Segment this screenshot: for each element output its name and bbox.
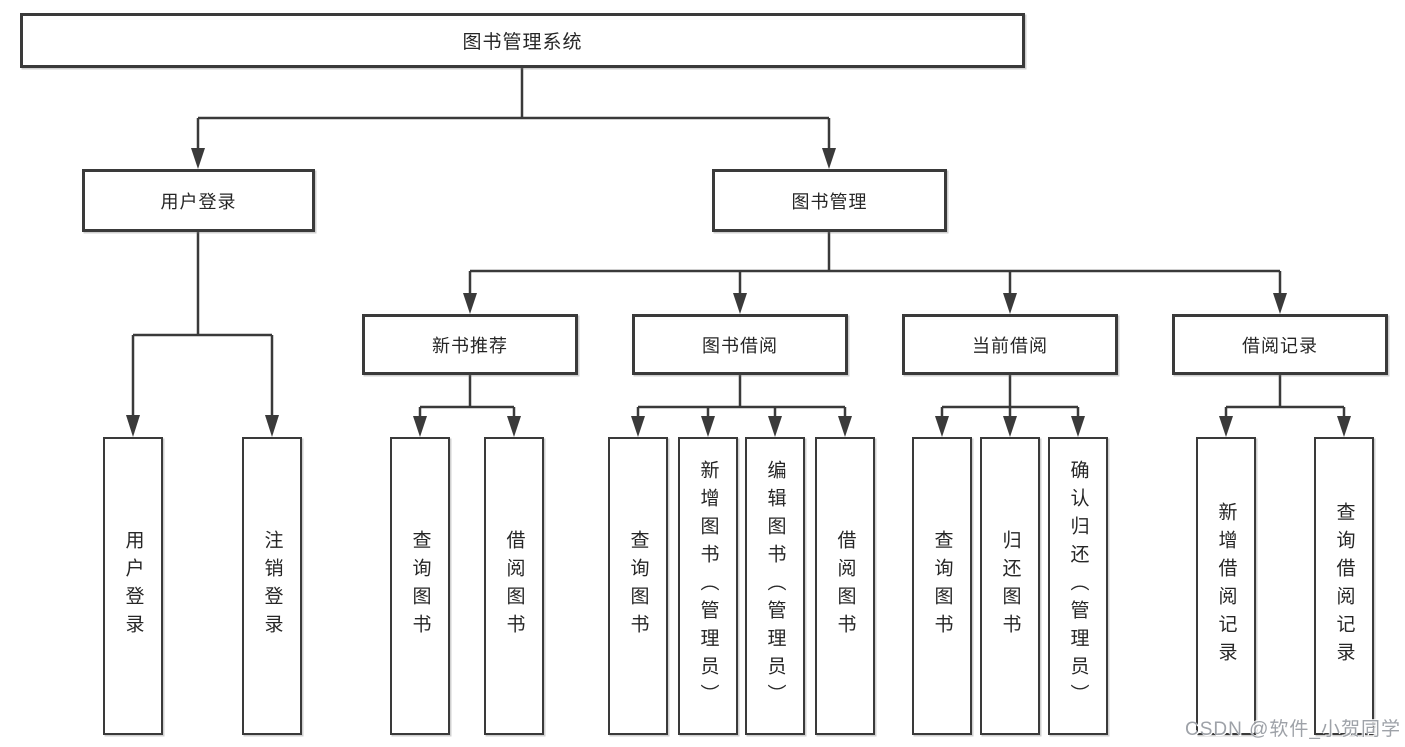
connector-root-to-level2 [196,68,831,150]
leaf-current-confirm-return-admin-label: 确认归还（管理员） [1067,460,1089,712]
leaf-recommend-query-book: 查询图书 [390,437,450,735]
leaf-borrow-borrow-book: 借阅图书 [815,437,875,735]
connector-current-borrow-children [940,375,1080,419]
node-current-borrow: 当前借阅 [902,314,1118,375]
leaf-borrow-edit-book-admin: 编辑图书（管理员） [745,437,805,735]
leaf-borrow-borrow-book-label: 借阅图书 [834,530,856,642]
connector-new-book-children [418,375,516,419]
node-borrow-records: 借阅记录 [1172,314,1388,375]
leaf-current-confirm-return-admin: 确认归还（管理员） [1048,437,1108,735]
node-book-management-label: 图书管理 [791,191,868,212]
connector-user-login-children [131,232,274,418]
leaf-current-return-book: 归还图书 [980,437,1040,735]
connector-borrow-records-children [1224,375,1346,419]
node-system-root-label: 图书管理系统 [462,32,583,53]
node-new-book-recommend-label: 新书推荐 [432,335,508,356]
leaf-recommend-query-book-label: 查询图书 [409,530,431,642]
leaf-borrow-query-book: 查询图书 [608,437,668,735]
leaf-borrow-edit-book-admin-label: 编辑图书（管理员） [764,460,786,712]
node-user-login-label: 用户登录 [160,191,237,212]
leaf-borrow-add-book-admin: 新增图书（管理员） [678,437,738,735]
connector-book-mgmt-children [468,232,1282,295]
leaf-records-query-record-label: 查询借阅记录 [1333,502,1355,670]
leaf-user-login: 用户登录 [103,437,163,735]
leaf-recommend-borrow-book: 借阅图书 [484,437,544,735]
leaf-logout: 注销登录 [242,437,302,735]
node-book-management: 图书管理 [712,169,947,232]
node-book-borrow: 图书借阅 [632,314,848,375]
connector-book-borrow-children [636,375,847,419]
node-system-root: 图书管理系统 [20,13,1025,68]
node-current-borrow-label: 当前借阅 [972,335,1048,356]
leaf-current-return-book-label: 归还图书 [999,530,1021,642]
leaf-logout-label: 注销登录 [261,530,283,642]
watermark: CSDN @软件_小贺同学 [1185,719,1401,740]
leaf-records-query-record: 查询借阅记录 [1314,437,1374,735]
leaf-user-login-label: 用户登录 [122,530,144,642]
leaf-recommend-borrow-book-label: 借阅图书 [503,530,525,642]
leaf-current-query-book-label: 查询图书 [931,530,953,642]
node-borrow-records-label: 借阅记录 [1242,335,1318,356]
leaf-borrow-add-book-admin-label: 新增图书（管理员） [697,460,719,712]
node-new-book-recommend: 新书推荐 [362,314,578,375]
leaf-records-add-record: 新增借阅记录 [1196,437,1256,735]
leaf-borrow-query-book-label: 查询图书 [627,530,649,642]
leaf-records-add-record-label: 新增借阅记录 [1215,502,1237,670]
node-user-login: 用户登录 [82,169,315,232]
leaf-current-query-book: 查询图书 [912,437,972,735]
node-book-borrow-label: 图书借阅 [702,335,778,356]
arrowheads [126,148,1351,437]
